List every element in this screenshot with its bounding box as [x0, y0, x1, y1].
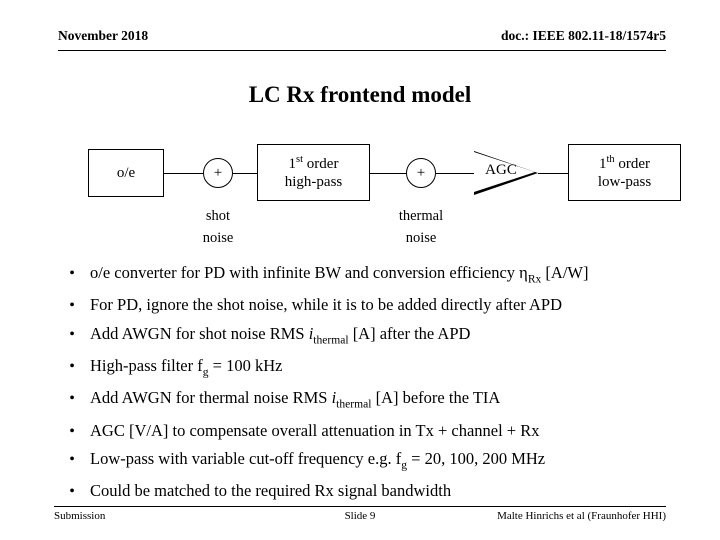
wire-shot-adder-to-highpass [233, 173, 257, 174]
wire-thermal-adder-to-agc [436, 173, 474, 174]
bullet-marker-icon: • [69, 451, 75, 469]
highpass-order-suffix: st [296, 153, 304, 165]
lowpass-order-number: 1 [598, 155, 607, 172]
list-item-text: Could be matched to the required Rx sign… [90, 481, 452, 501]
list-item-text: o/e converter for PD with infinite BW an… [90, 263, 589, 286]
block-highpass-filter: 1st order high-pass [257, 144, 370, 201]
block-agc-amplifier: AGC [474, 151, 538, 195]
block-diagram: o/e + 1st order high-pass + AGC 1th orde… [0, 140, 720, 255]
list-item: • AGC [V/A] to compensate overall attenua… [54, 420, 684, 441]
lowpass-order-suffix: th [606, 153, 615, 165]
list-item-text: Low-pass with variable cut-off frequency… [90, 449, 546, 472]
label-shot-noise: shot noise [168, 206, 268, 250]
lowpass-order-word: order [614, 155, 651, 172]
bullet-marker-icon: • [69, 390, 75, 408]
bullet-marker-icon: • [69, 422, 75, 440]
thermal-noise-line1: thermal [398, 208, 444, 224]
list-item: • Could be matched to the required Rx sig… [54, 480, 684, 501]
list-item-text: Add AWGN for thermal noise RMS ithermal … [90, 388, 501, 411]
footer-divider [54, 506, 666, 507]
footer-right: Malte Hinrichs et al (Fraunhofer HHI) [497, 510, 666, 522]
block-oe-label: o/e [116, 164, 136, 181]
adder-shot-noise: + [203, 158, 233, 188]
highpass-type: high-pass [284, 174, 343, 190]
list-item: • Low-pass with variable cut-off frequenc… [54, 448, 684, 473]
list-item-text: Add AWGN for shot noise RMS ithermal [A]… [90, 323, 471, 347]
adder-shot-label: + [213, 164, 223, 181]
highpass-order-word: order [303, 155, 339, 172]
bullet-marker-icon: • [69, 297, 75, 315]
list-item: • For PD, ignore the shot noise, while it… [54, 294, 684, 315]
adder-thermal-label: + [416, 164, 426, 181]
list-item-text: For PD, ignore the shot noise, while it … [90, 295, 563, 315]
slide-header: November 2018 doc.: IEEE 802.11-18/1574r… [58, 28, 666, 44]
adder-thermal-noise: + [406, 158, 436, 188]
block-agc-label: AGC [485, 162, 517, 178]
block-oe-converter: o/e [88, 149, 164, 197]
list-item: • High-pass filter fg = 100 kHz [54, 355, 684, 380]
wire-agc-to-lowpass [538, 173, 568, 174]
list-item: • Add AWGN for thermal noise RMS ithermal… [54, 387, 684, 412]
header-doc-id: doc.: IEEE 802.11-18/1574r5 [500, 28, 666, 43]
bullet-marker-icon: • [69, 325, 75, 343]
footer-left: Submission [54, 510, 106, 522]
wire-oe-to-shot-adder [164, 173, 203, 174]
label-thermal-noise: thermal noise [371, 206, 471, 250]
block-highpass-label: 1st order high-pass [285, 154, 343, 192]
list-item: • o/e converter for PD with infinite BW a… [54, 262, 684, 287]
header-divider [58, 50, 666, 51]
header-date: November 2018 [58, 28, 149, 43]
thermal-noise-line2: noise [405, 229, 437, 246]
slide-footer: Submission Slide 9 Malte Hinrichs et al … [54, 510, 666, 522]
shot-noise-line1: shot [205, 208, 231, 224]
list-item: • Add AWGN for shot noise RMS ithermal [A… [54, 323, 684, 348]
bullet-marker-icon: • [69, 265, 75, 282]
lowpass-type: low-pass [597, 174, 652, 190]
list-item-text: High-pass filter fg = 100 kHz [90, 356, 283, 379]
block-lowpass-filter: 1th order low-pass [568, 144, 681, 201]
block-lowpass-label: 1th order low-pass [598, 154, 651, 192]
bullet-list: • o/e converter for PD with infinite BW a… [54, 262, 684, 509]
list-item-text: AGC [V/A] to compensate overall attenuat… [90, 420, 540, 440]
amplifier-triangle-fill [474, 152, 535, 193]
highpass-order-number: 1 [288, 155, 297, 172]
shot-noise-line2: noise [202, 229, 234, 246]
bullet-marker-icon: • [69, 358, 75, 376]
wire-highpass-to-thermal-adder [370, 173, 406, 174]
footer-slide-number: Slide 9 [344, 510, 376, 522]
page-title: LC Rx frontend model [248, 82, 472, 107]
bullet-marker-icon: • [69, 483, 75, 501]
